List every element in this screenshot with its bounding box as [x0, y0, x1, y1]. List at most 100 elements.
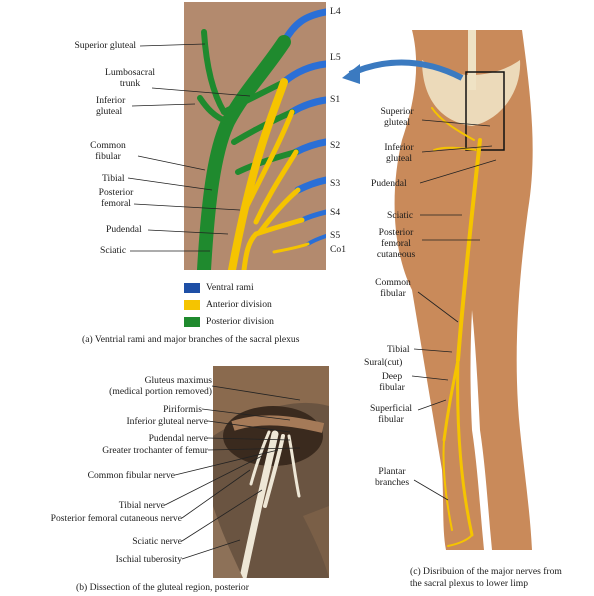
label-plantar-branches-c: Plantar branches — [374, 466, 410, 488]
leader-pudendal-c — [419, 159, 497, 184]
label-superficial-fibular-c: Superficial fibular — [369, 403, 413, 425]
ramus-s5 — [306, 234, 326, 246]
leader-inferior-gluteal-nerve — [207, 420, 291, 433]
label-tibial-nerve: Tibial nerve — [118, 500, 165, 511]
posterior-division-trunk — [197, 35, 291, 270]
label-posterior-femoral-cutaneous-nerve: Posterior femoral cutaneous nerve — [50, 513, 182, 524]
leader-common-fibular-c — [417, 291, 459, 323]
legend-label-ventral: Ventral rami — [206, 282, 254, 293]
plantar-branches-c — [447, 534, 473, 547]
piriformis-muscle — [231, 415, 325, 433]
caption-panel-c: (c) Disribuion of the major nerves from … — [410, 566, 562, 589]
sacral-plexus-diagram — [184, 2, 326, 270]
plexus-highlight-box — [465, 71, 505, 151]
label-superior-gluteal-a: Superior gluteal — [74, 40, 136, 51]
label-ischial-tuberosity: Ischial tuberosity — [115, 554, 182, 565]
label-sciatic-a: Sciatic — [100, 245, 127, 256]
anterior-branch-s1 — [241, 109, 295, 215]
spinal-label-s1: S1 — [330, 94, 341, 105]
femur-region — [303, 506, 329, 578]
leader-tibial-c — [413, 348, 453, 353]
label-pudendal-a: Pudendal — [106, 224, 142, 235]
posterior-branch-s2 — [235, 149, 299, 175]
legend-swatch-ventral — [184, 283, 200, 293]
legend-label-anterior: Anterior division — [206, 299, 272, 310]
pelvis-bone — [422, 60, 521, 126]
dissection-photo — [213, 366, 329, 578]
ischial-tuberosity-region — [213, 506, 243, 578]
label-pudendal-c: Pudendal — [371, 178, 407, 189]
spinal-label-s2: S2 — [330, 140, 341, 151]
sciatic-nerve-b — [239, 430, 279, 578]
inferior-gluteal-c — [433, 146, 477, 151]
leader-plantar-branches-c — [413, 479, 449, 501]
fibular-branches-c — [442, 439, 453, 531]
inferior-gluteal-branch — [197, 95, 231, 125]
caption-panel-a: (a) Ventrial rami and major branches of … — [82, 334, 300, 345]
leader-inferior-gluteal-c — [421, 145, 493, 153]
legend-swatch-posterior — [184, 317, 200, 327]
label-lumbosacral-trunk: Lumbosacral trunk — [104, 67, 156, 89]
leader-posterior-femoral-a — [133, 203, 241, 211]
spinal-label-l4: L4 — [330, 6, 341, 17]
label-superior-gluteal-c: Superior gluteal — [380, 106, 414, 128]
leader-inferior-gluteal-a — [131, 103, 196, 107]
label-tibial-c: Tibial — [387, 344, 410, 355]
tibial-nerve-c — [456, 358, 474, 537]
leader-tibial-a — [127, 177, 213, 191]
posterior-body-illustration — [394, 30, 533, 550]
label-posterior-femoral-cutaneous-c: Posterior femoral cutaneous — [376, 227, 416, 260]
label-pudendal-nerve: Pudendal nerve — [148, 433, 208, 444]
legend-swatch-anterior — [184, 300, 200, 310]
anterior-branch-s3 — [257, 187, 301, 235]
label-common-fibular-nerve: Common fibular nerve — [87, 470, 175, 481]
label-sciatic-nerve: Sciatic nerve — [132, 536, 182, 547]
sciatic-nerve-c — [456, 138, 482, 362]
superior-gluteal-branch — [201, 29, 227, 115]
leader-superior-gluteal-c — [421, 119, 491, 127]
label-piriformis: Piriformis — [163, 404, 202, 415]
label-inferior-gluteal-nerve: Inferior gluteal nerve — [126, 416, 208, 427]
label-greater-trochanter: Greater trochanter of femur — [102, 445, 208, 456]
femoral-cutaneous-b — [249, 430, 271, 486]
leader-posterior-femoral-cutaneous — [181, 469, 251, 519]
spine-bone — [468, 30, 476, 90]
leader-tibial-nerve — [164, 455, 263, 506]
leader-deep-fibular-c — [411, 375, 449, 381]
label-sural-cut-c: Sural(cut) — [364, 357, 403, 368]
leader-common-fibular-a — [137, 155, 206, 171]
caption-panel-b: (b) Dissection of the gluteal region, po… — [76, 582, 249, 593]
spinal-label-s5: S5 — [330, 230, 341, 241]
leader-piriformis — [201, 408, 291, 421]
spinal-label-s4: S4 — [330, 207, 341, 218]
leader-sciatic-nerve — [181, 489, 263, 542]
spinal-label-co1: Co1 — [330, 244, 346, 255]
leader-superficial-fibular-c — [417, 399, 447, 411]
label-gluteus-maximus: Gluteus maximus (medical portion removed… — [109, 375, 212, 397]
fibular-nerve-b — [287, 434, 301, 498]
posterior-branch-s1 — [231, 109, 295, 145]
leader-lumbosacral-trunk — [151, 87, 251, 97]
label-common-fibular-c: Common fibular — [375, 277, 411, 299]
posterior-branch-l5 — [221, 79, 287, 115]
label-tibial-a: Tibial — [102, 173, 125, 184]
spinal-label-s3: S3 — [330, 178, 341, 189]
sacral-plexus-illustration — [197, 8, 326, 270]
label-common-fibular-a: Common fibular — [90, 140, 126, 162]
spinal-label-l5: L5 — [330, 52, 341, 63]
label-deep-fibular-c: Deep fibular — [379, 371, 405, 393]
superior-gluteal-c — [431, 107, 475, 141]
leader-greater-trochanter — [207, 447, 301, 451]
common-fibular-nerve-c — [442, 358, 460, 442]
label-sciatic-c: Sciatic — [387, 210, 414, 221]
label-inferior-gluteal-a: Inferior gluteal — [96, 95, 126, 117]
legend-label-posterior: Posterior division — [206, 316, 274, 327]
anterior-branch-s5 — [272, 242, 310, 254]
lower-limb-illustration — [352, 30, 592, 560]
leader-ischial-tuberosity — [181, 539, 241, 560]
leader-pudendal-a — [147, 229, 229, 235]
